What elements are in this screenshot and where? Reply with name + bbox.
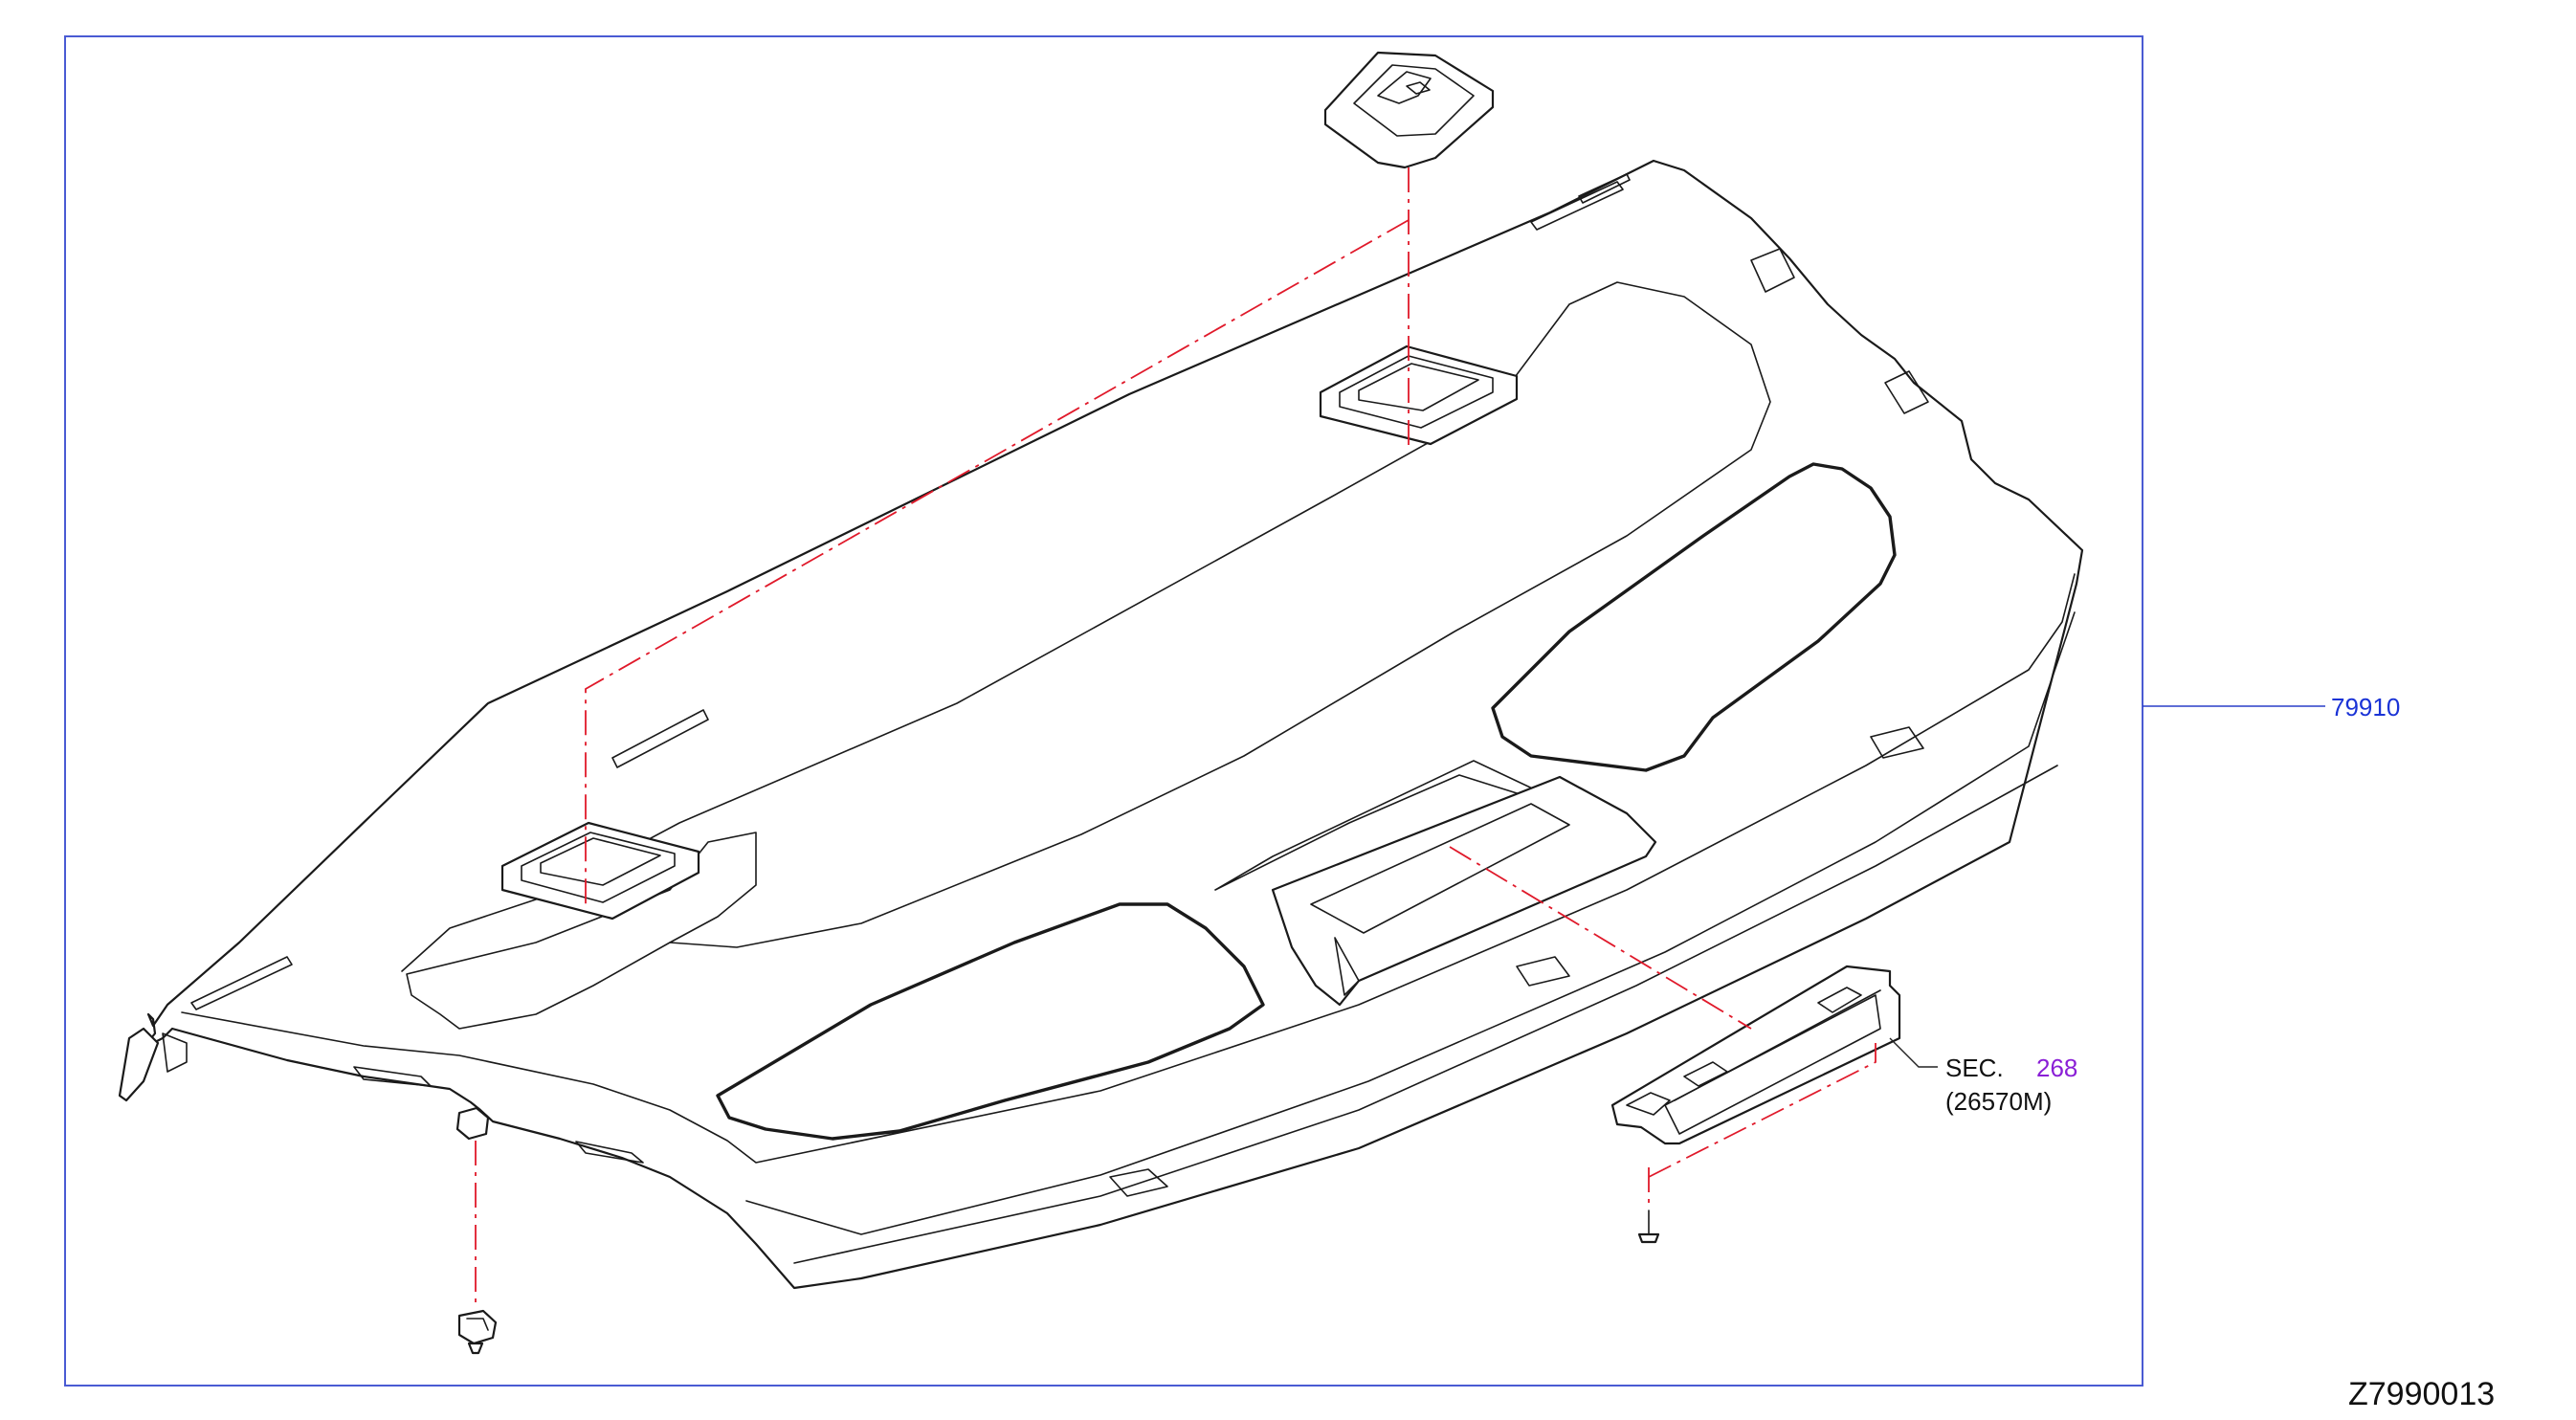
centre-vent-slot xyxy=(1334,937,1360,996)
shelf-front-lip-2 xyxy=(793,765,2058,1264)
callout-section-sub: (26570M) xyxy=(1945,1087,2052,1116)
drawing-id: Z7990013 xyxy=(2348,1376,2495,1412)
tether-hole-right xyxy=(1319,344,1519,446)
callout-section-link[interactable]: 268 xyxy=(2036,1054,2077,1082)
shelf-left-brackets xyxy=(118,1027,188,1102)
parcel-shelf-outline xyxy=(142,159,2084,1290)
shelf-slots xyxy=(190,173,1929,1164)
callout-sec-268: SEC. 268 (26570M) xyxy=(1889,1037,2077,1116)
screw-speaker[interactable] xyxy=(1637,1209,1660,1244)
shelf-clips xyxy=(1109,726,1924,1197)
shelf-bottom-fastener xyxy=(455,1106,490,1141)
shelf-top-edge xyxy=(181,573,2076,1164)
centre-vent-opening xyxy=(1310,803,1570,934)
tether-hole-left xyxy=(500,821,700,921)
speaker-panel-right xyxy=(1491,462,1897,772)
callout-section-prefix: SEC. xyxy=(1945,1054,2004,1082)
callout-79910: 79910 xyxy=(2143,693,2400,721)
tether-cover[interactable] xyxy=(1323,51,1495,169)
shelf-rim-outer xyxy=(401,281,1771,972)
assembly-lines xyxy=(475,167,1876,1309)
parcel-shelf[interactable] xyxy=(118,159,2084,1290)
centre-vent-frame xyxy=(1271,775,1657,1007)
callout-main-part[interactable]: 79910 xyxy=(2331,693,2400,721)
shelf-front-lip xyxy=(745,611,2076,1235)
speaker-panel-left xyxy=(716,902,1265,1141)
speaker-module[interactable] xyxy=(1610,965,1901,1145)
bottom-clip[interactable] xyxy=(457,1309,498,1355)
diagram-frame xyxy=(64,35,2143,1387)
